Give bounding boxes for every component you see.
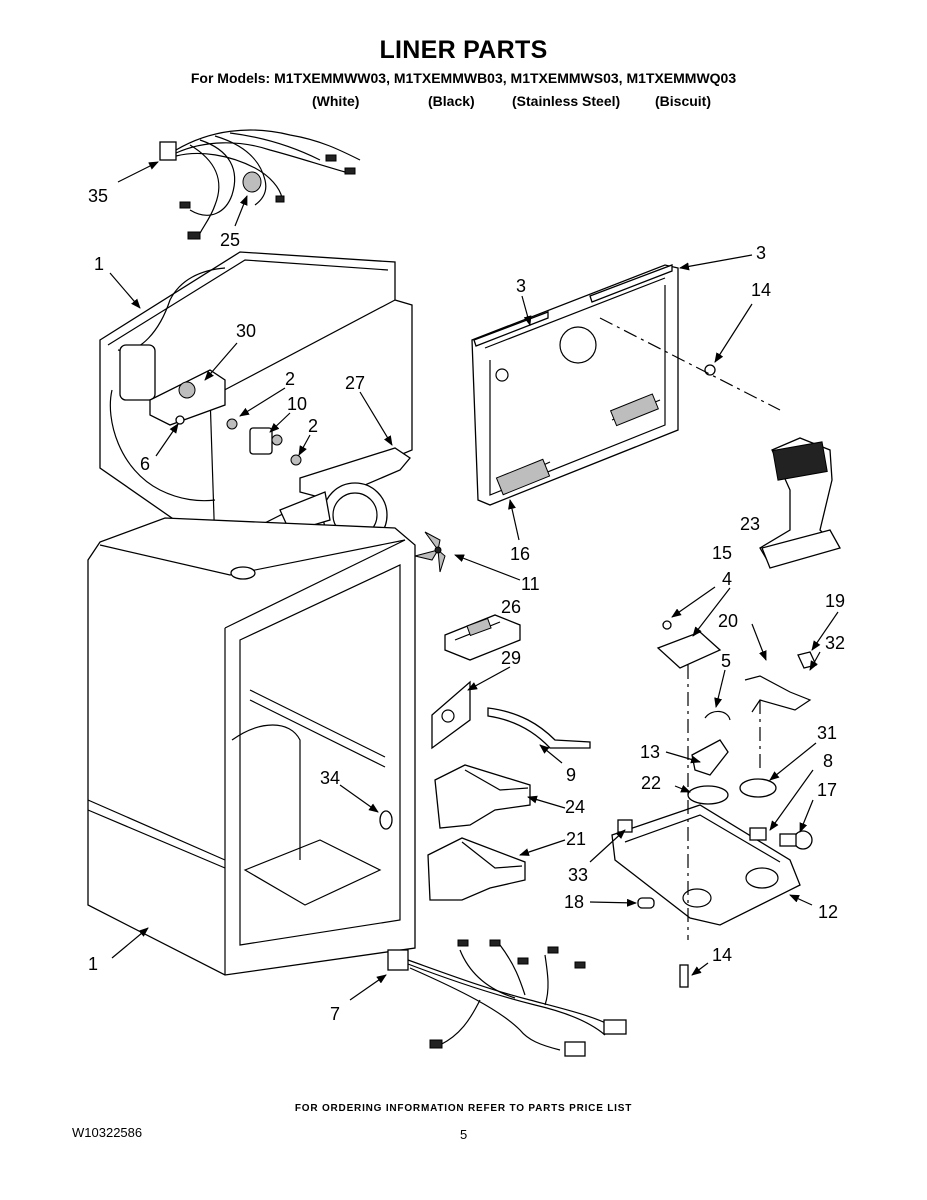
- callout-33: 33: [568, 865, 588, 885]
- electronic-board: [656, 631, 722, 669]
- freezer-liner-rear-panel: [119, 344, 156, 401]
- light-switch: [691, 739, 729, 776]
- callout-arrows: [109, 161, 839, 1001]
- models-line: For Models: M1TXEMMWW03, M1TXEMMWB03, M1…: [190, 70, 737, 86]
- document-number: W10322586: [72, 1125, 143, 1140]
- callout-27: 27: [345, 373, 365, 393]
- harness-plug-2: [564, 1041, 586, 1057]
- callout-14-upper: 14: [751, 280, 771, 300]
- rear-cover-panel: [471, 264, 781, 506]
- bulb-socket-ring: [687, 785, 729, 805]
- callout-2-upper: 2: [285, 369, 295, 389]
- top-wire-harness: [159, 129, 361, 240]
- light-housing-assembly: [611, 620, 817, 988]
- callout-1-lower: 1: [88, 954, 98, 974]
- color-label-white: (White): [312, 93, 360, 109]
- fan-motor: [249, 427, 273, 455]
- callout-25: 25: [220, 230, 240, 250]
- callout-23: 23: [740, 514, 760, 534]
- crisper-covers: [427, 764, 531, 901]
- callout-17: 17: [817, 780, 837, 800]
- callout-24: 24: [565, 797, 585, 817]
- page-title: LINER PARTS: [379, 36, 548, 64]
- color-label-biscuit: (Biscuit): [655, 93, 711, 109]
- drain-plug: [379, 810, 393, 830]
- callout-19: 19: [825, 591, 845, 611]
- callout-11: 11: [521, 574, 540, 594]
- harness-plug-1: [603, 1019, 627, 1035]
- callout-labels: 35 25 1 30 2 27 10 2 6 3 3 14 16 11 23 1…: [88, 186, 845, 1024]
- callout-20: 20: [718, 611, 738, 631]
- callout-35: 35: [88, 186, 108, 206]
- harness-connector-7: [387, 949, 409, 971]
- harness-grommet: [242, 171, 262, 193]
- color-label-stainless: (Stainless Steel): [512, 93, 621, 109]
- callout-3-right: 3: [756, 243, 766, 263]
- bulb-holder: [749, 827, 767, 841]
- callout-4: 4: [722, 569, 732, 589]
- callout-16: 16: [510, 544, 530, 564]
- page-number: 5: [460, 1127, 468, 1142]
- callout-12: 12: [818, 902, 838, 922]
- callout-10: 10: [287, 394, 307, 414]
- callout-9: 9: [566, 765, 576, 785]
- callout-26: 26: [501, 597, 521, 617]
- callout-34: 34: [320, 768, 340, 788]
- callout-6: 6: [140, 454, 150, 474]
- callout-32: 32: [825, 633, 845, 653]
- light-bulb: [793, 830, 813, 850]
- callout-13: 13: [640, 742, 660, 762]
- callout-8: 8: [823, 751, 833, 771]
- lower-wire-harness: [387, 939, 627, 1057]
- damper-18: [637, 897, 655, 909]
- light-cover-parts: [431, 680, 591, 750]
- grommet: [226, 418, 238, 430]
- air-tower-duct: [759, 437, 841, 569]
- fan-shroud: [299, 447, 411, 501]
- callout-5: 5: [721, 651, 731, 671]
- ordering-note: FOR ORDERING INFORMATION REFER TO PARTS …: [294, 1103, 633, 1114]
- callout-30: 30: [236, 321, 256, 341]
- callout-15: 15: [712, 543, 732, 563]
- callout-14-lower: 14: [712, 945, 732, 965]
- color-label-black: (Black): [428, 93, 475, 109]
- callout-31: 31: [817, 723, 837, 743]
- callout-7: 7: [330, 1004, 340, 1024]
- callout-21: 21: [566, 829, 586, 849]
- callout-2-lower: 2: [308, 416, 318, 436]
- screw-14-bottom: [679, 964, 689, 988]
- fan-blade: [414, 531, 446, 573]
- socket-ring-2: [739, 778, 777, 798]
- screw-15: [662, 620, 672, 630]
- screw-top: [704, 364, 716, 376]
- callout-22: 22: [641, 773, 661, 793]
- fresh-food-liner: [87, 517, 416, 976]
- callout-29: 29: [501, 648, 521, 668]
- screw: [175, 415, 185, 425]
- callout-18: 18: [564, 892, 584, 912]
- grommet-2: [290, 454, 302, 466]
- callout-1-upper: 1: [94, 254, 104, 274]
- control-housing: [444, 614, 521, 661]
- callout-3-left: 3: [516, 276, 526, 296]
- harness-connector: [159, 141, 177, 161]
- gasket-strip-2: [589, 264, 673, 303]
- connector-19: [797, 651, 817, 669]
